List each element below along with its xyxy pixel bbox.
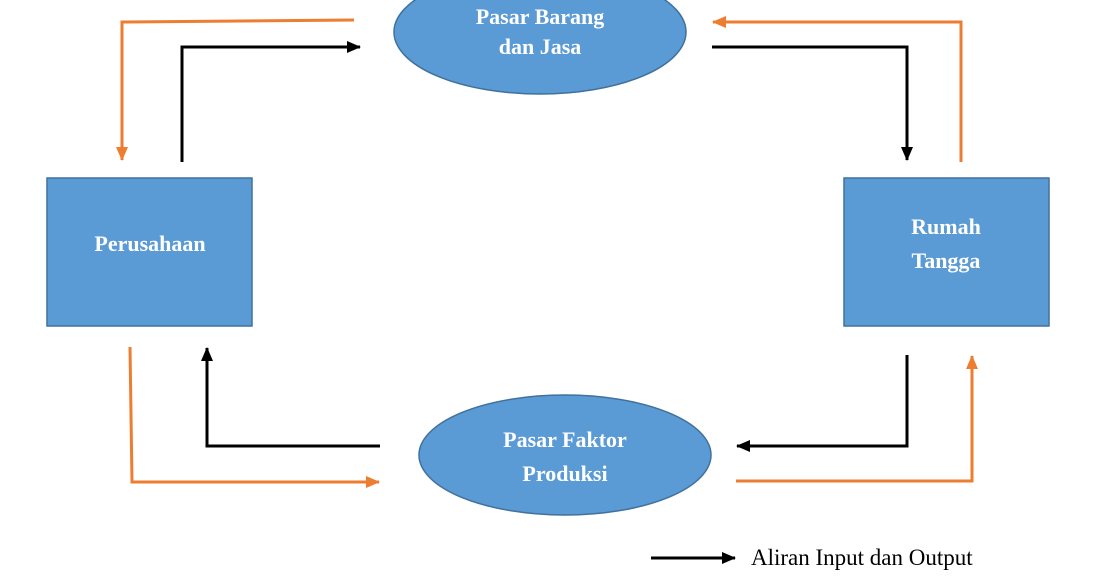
money-flow-goods-market-to-firm bbox=[116, 18, 355, 161]
firm-node: Perusahaan bbox=[46, 177, 253, 327]
goods-market-label-line1: Pasar Barang bbox=[476, 4, 605, 29]
flow-firm-to-goods-market bbox=[180, 41, 361, 162]
household-box bbox=[843, 177, 1050, 327]
factor-market-label-line2: Produksi bbox=[522, 461, 607, 486]
money-flow-household-to-goods-market bbox=[712, 16, 963, 162]
money-flow-factor-market-to-household bbox=[736, 355, 978, 483]
household-label-line1: Rumah bbox=[911, 214, 981, 239]
factor-market-label-line1: Pasar Faktor bbox=[503, 427, 627, 452]
factor-market-node: Pasar Faktor Produksi bbox=[418, 394, 712, 516]
flow-factor-market-to-firm bbox=[201, 347, 380, 448]
legend: Aliran Input dan Output bbox=[651, 545, 973, 570]
flow-household-to-factor-market bbox=[736, 355, 909, 452]
flow-goods-market-to-household bbox=[712, 45, 913, 161]
firm-label: Perusahaan bbox=[94, 231, 205, 256]
firm-box bbox=[46, 177, 253, 327]
legend-label-input-output: Aliran Input dan Output bbox=[751, 545, 973, 570]
factor-market-ellipse bbox=[418, 394, 712, 516]
household-label-line2: Tangga bbox=[912, 248, 981, 273]
goods-market-ellipse bbox=[393, 0, 687, 95]
money-flow-firm-to-factor-market bbox=[128, 346, 380, 488]
household-node: Rumah Tangga bbox=[843, 177, 1050, 327]
goods-and-services-market-node: Pasar Barang dan Jasa bbox=[393, 0, 687, 95]
goods-market-label-line2: dan Jasa bbox=[499, 34, 582, 59]
